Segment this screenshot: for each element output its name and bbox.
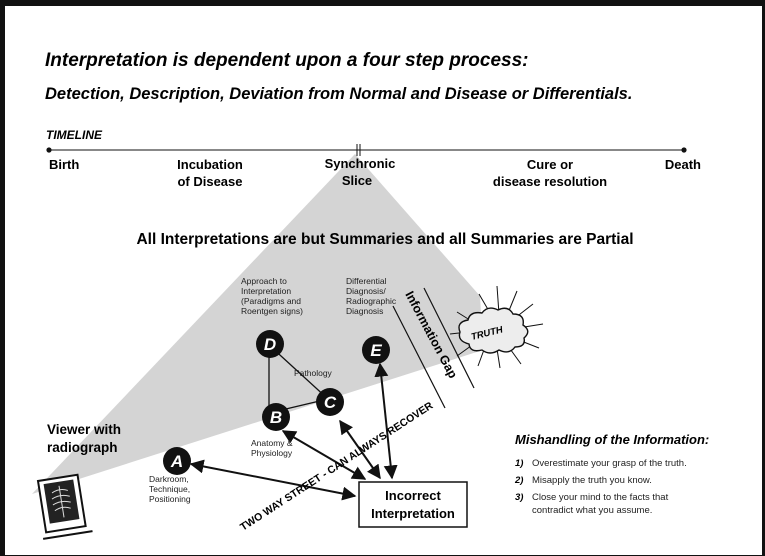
page-title: Interpretation is dependent upon a four … (45, 50, 529, 71)
timeline-start-dot (46, 147, 52, 153)
node-d-caption-1: Approach to (241, 276, 287, 286)
mishandling-panel: Mishandling of the Information: 1) Overe… (514, 432, 709, 516)
node-d-caption-2: Interpretation (241, 286, 291, 296)
timeline-birth: Birth (49, 157, 79, 172)
node-a-caption-3: Positioning (149, 494, 191, 504)
node-d-caption-3: (Paradigms and (241, 296, 301, 306)
arrow-a-incorrect (189, 459, 357, 501)
node-d: D (256, 330, 284, 358)
node-e-caption-1: Differential (346, 276, 387, 286)
node-d-caption: Approach to Interpretation (Paradigms an… (241, 276, 303, 316)
node-a-caption: Darkroom, Technique, Positioning (149, 474, 191, 504)
diagram-canvas: Interpretation is dependent upon a four … (32, 50, 709, 540)
timeline-cure-2: disease resolution (493, 174, 607, 189)
node-e-letter: E (370, 341, 382, 360)
viewer-label-2: radiograph (47, 440, 118, 455)
node-d-letter: D (264, 335, 276, 354)
mishandling-item-3-line2: contradict what you assume. (532, 505, 652, 516)
timeline-cure-1: Cure or (527, 157, 573, 172)
mishandling-item-1-num: 1) (515, 458, 523, 469)
node-e-caption-2: Diagnosis/ (346, 286, 386, 296)
timeline-slice-1: Synchronic (325, 156, 396, 171)
truth-cloud-icon: TRUTH (449, 285, 544, 369)
node-b-caption-1: Anatomy & (251, 438, 293, 448)
incorrect-box-line1: Incorrect (385, 488, 441, 503)
node-e: E (362, 336, 390, 364)
timeline-end-dot (681, 147, 687, 153)
node-b-caption-2: Physiology (251, 448, 293, 458)
radiograph-viewer-icon (36, 473, 93, 540)
node-b-caption: Anatomy & Physiology (251, 438, 293, 458)
mishandling-item-3-line1: Close your mind to the facts that (532, 492, 669, 503)
tagline: All Interpretations are but Summaries an… (136, 231, 633, 248)
timeline-label: TIMELINE (46, 128, 103, 142)
node-a-caption-2: Technique, (149, 484, 190, 494)
mishandling-item-1: Overestimate your grasp of the truth. (532, 458, 687, 469)
incorrect-interpretation-box: Incorrect Interpretation (358, 481, 468, 528)
node-e-caption: Differential Diagnosis/ Radiographic Dia… (346, 276, 397, 316)
page-subtitle: Detection, Description, Deviation from N… (45, 85, 632, 103)
node-c-letter: C (324, 393, 337, 412)
node-c: C (316, 388, 344, 416)
mishandling-heading: Mishandling of the Information: (515, 432, 709, 447)
node-a-letter: A (170, 452, 183, 471)
incorrect-box-line2: Interpretation (371, 506, 455, 521)
timeline-slice-2: Slice (342, 173, 372, 188)
node-e-caption-4: Diagnosis (346, 306, 383, 316)
relation-arrows (189, 362, 398, 501)
node-d-caption-4: Roentgen signs) (241, 306, 303, 316)
node-b: B (262, 403, 290, 431)
viewer-label-1: Viewer with (47, 422, 121, 437)
node-a: A (163, 447, 191, 475)
node-a-caption-1: Darkroom, (149, 474, 189, 484)
timeline-incubation-2: of Disease (177, 174, 242, 189)
arrow-e-incorrect (374, 362, 398, 480)
slice-tick-mark (356, 144, 361, 156)
timeline-death: Death (665, 157, 701, 172)
mishandling-item-2: Misapply the truth you know. (532, 475, 652, 486)
node-e-caption-3: Radiographic (346, 296, 397, 306)
timeline-incubation-1: Incubation (177, 157, 243, 172)
mishandling-item-3-num: 3) (515, 492, 523, 503)
node-c-caption: Pathology (294, 368, 333, 378)
node-b-letter: B (270, 408, 282, 427)
synchronic-slice-cone (32, 154, 483, 494)
arrow-c-incorrect (339, 419, 381, 480)
mishandling-item-2-num: 2) (514, 475, 523, 486)
